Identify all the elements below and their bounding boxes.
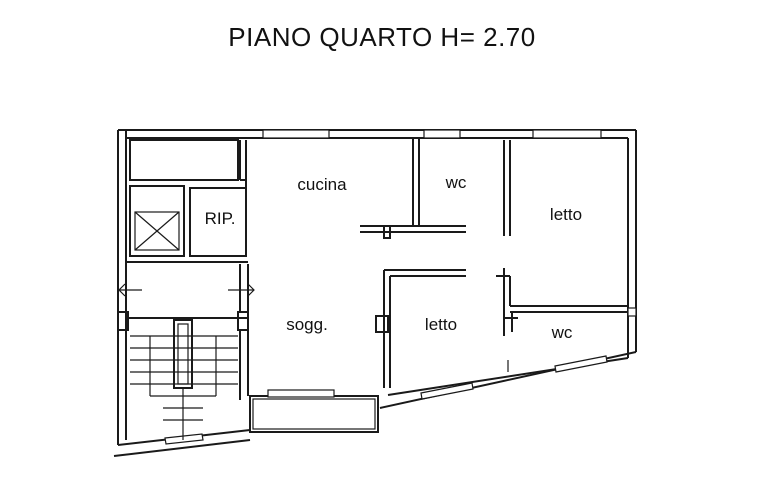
plan-title: PIANO QUARTO H= 2.70	[228, 22, 536, 52]
room-label-rip: RIP.	[205, 209, 236, 228]
room-label-cucina: cucina	[297, 175, 347, 194]
room-label-wc-top: wc	[445, 173, 467, 192]
room-label-letto-right: letto	[550, 205, 582, 224]
room-label-wc-bottom: wc	[551, 323, 573, 342]
windows	[164, 129, 637, 445]
room-label-letto-center: letto	[425, 315, 457, 334]
interior-walls	[239, 138, 628, 400]
room-label-sogg: sogg.	[286, 315, 328, 334]
balcony	[249, 395, 379, 433]
service-block	[117, 139, 255, 331]
stairs	[130, 319, 238, 440]
